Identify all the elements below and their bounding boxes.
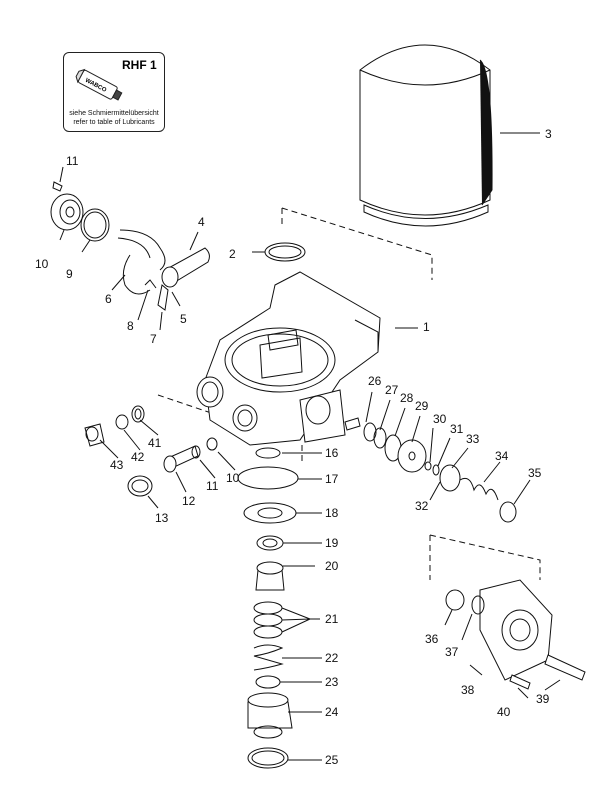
legend-code: RHF 1 bbox=[122, 58, 157, 72]
callout-42: 42 bbox=[131, 450, 145, 464]
callout-32: 32 bbox=[415, 499, 429, 513]
callout-7: 7 bbox=[150, 332, 157, 346]
housing-part-1 bbox=[196, 271, 381, 446]
cover-part-10 bbox=[50, 181, 110, 242]
callout-11: 11 bbox=[66, 154, 79, 168]
callout-38: 38 bbox=[461, 683, 475, 697]
callout-11-second: 11 bbox=[206, 479, 219, 493]
callout-13: 13 bbox=[155, 511, 169, 525]
callout-31: 31 bbox=[450, 422, 464, 436]
callout-21: 21 bbox=[325, 612, 339, 626]
callout-10: 10 bbox=[35, 257, 49, 271]
callout-10-second: 10 bbox=[226, 471, 240, 485]
callout-8: 8 bbox=[127, 319, 134, 333]
heater-part-4 bbox=[117, 229, 210, 311]
cover-part-38 bbox=[445, 579, 586, 690]
callout-33: 33 bbox=[466, 432, 480, 446]
callout-37: 37 bbox=[445, 645, 459, 659]
callout-4: 4 bbox=[198, 215, 205, 229]
callout-35: 35 bbox=[528, 466, 542, 480]
callout-40: 40 bbox=[497, 705, 511, 719]
callout-18: 18 bbox=[325, 506, 339, 520]
callout-23: 23 bbox=[325, 675, 339, 689]
valve-stack-right bbox=[344, 417, 517, 523]
legend-note-de: siehe Schmiermittelübersicht bbox=[69, 110, 159, 117]
callout-12: 12 bbox=[182, 494, 196, 508]
callout-2: 2 bbox=[229, 247, 236, 261]
lubricant-tube-icon: WABCO bbox=[75, 68, 123, 101]
callout-3: 3 bbox=[545, 127, 552, 141]
callout-30: 30 bbox=[433, 412, 447, 426]
callout-28: 28 bbox=[400, 391, 414, 405]
callout-16: 16 bbox=[325, 446, 339, 460]
callout-20: 20 bbox=[325, 559, 339, 573]
valve-part-12 bbox=[127, 437, 218, 497]
callout-6: 6 bbox=[105, 292, 112, 306]
callout-19: 19 bbox=[325, 536, 339, 550]
callout-17: 17 bbox=[325, 472, 339, 486]
callout-1: 1 bbox=[423, 320, 430, 334]
cartridge-part-3 bbox=[359, 44, 493, 227]
central-stack bbox=[237, 447, 299, 769]
callout-26: 26 bbox=[368, 374, 382, 388]
callout-25: 25 bbox=[325, 753, 339, 767]
callout-29: 29 bbox=[415, 399, 429, 413]
legend-note-en: refer to table of Lubricants bbox=[73, 119, 155, 126]
callout-22: 22 bbox=[325, 651, 339, 665]
lubricant-legend: WABCO RHF 1 siehe Schmiermittelübersicht… bbox=[63, 52, 165, 132]
callout-43: 43 bbox=[110, 458, 124, 472]
callout-5: 5 bbox=[180, 312, 187, 326]
plug-part-43 bbox=[84, 405, 145, 447]
callout-27: 27 bbox=[385, 383, 399, 397]
callout-34: 34 bbox=[495, 449, 509, 463]
callout-24: 24 bbox=[325, 705, 339, 719]
callout-41: 41 bbox=[148, 436, 162, 450]
callout-36: 36 bbox=[425, 632, 439, 646]
callout-9: 9 bbox=[66, 267, 73, 281]
callout-39: 39 bbox=[536, 692, 550, 706]
